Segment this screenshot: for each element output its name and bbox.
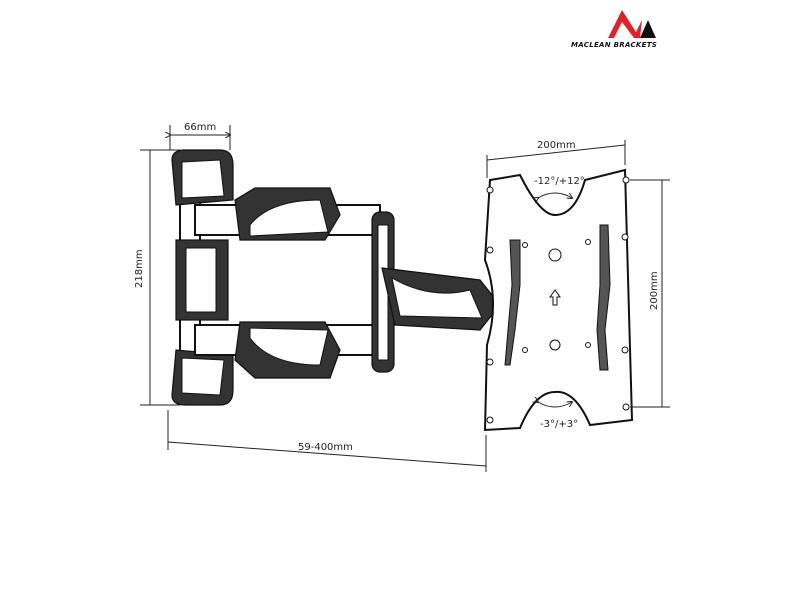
label-extension: 59-400mm	[298, 442, 353, 453]
tilt-arm	[381, 267, 501, 331]
wall-plate	[171, 149, 234, 406]
dimension-extension: 59-400mm	[167, 410, 487, 472]
dimension-wall-plate-width: 66mm	[170, 122, 230, 150]
brand-name: MACLEAN BRACKETS	[571, 41, 657, 49]
brand-logo: MACLEAN BRACKETS	[571, 10, 657, 49]
label-vesa-height: 200mm	[649, 271, 660, 310]
dimension-vesa-width: 200mm	[486, 140, 626, 178]
label-rotation: -3°/+3°	[540, 419, 578, 430]
label-218mm: 218mm	[134, 249, 145, 288]
rotation-arrow-icon	[538, 402, 572, 408]
swivel-arrow-icon	[538, 192, 572, 198]
dimension-vesa-height: 200mm	[630, 179, 670, 408]
lower-arm	[194, 321, 381, 379]
vesa-plate	[483, 168, 634, 432]
up-arrow-icon	[549, 289, 561, 306]
upper-arm	[194, 187, 381, 241]
label-swivel: -12°/+12°	[534, 176, 585, 187]
dimension-wall-plate-height: 218mm	[134, 149, 180, 406]
hinge	[371, 211, 395, 373]
label-vesa-width: 200mm	[537, 140, 576, 151]
label-66mm: 66mm	[184, 122, 216, 133]
